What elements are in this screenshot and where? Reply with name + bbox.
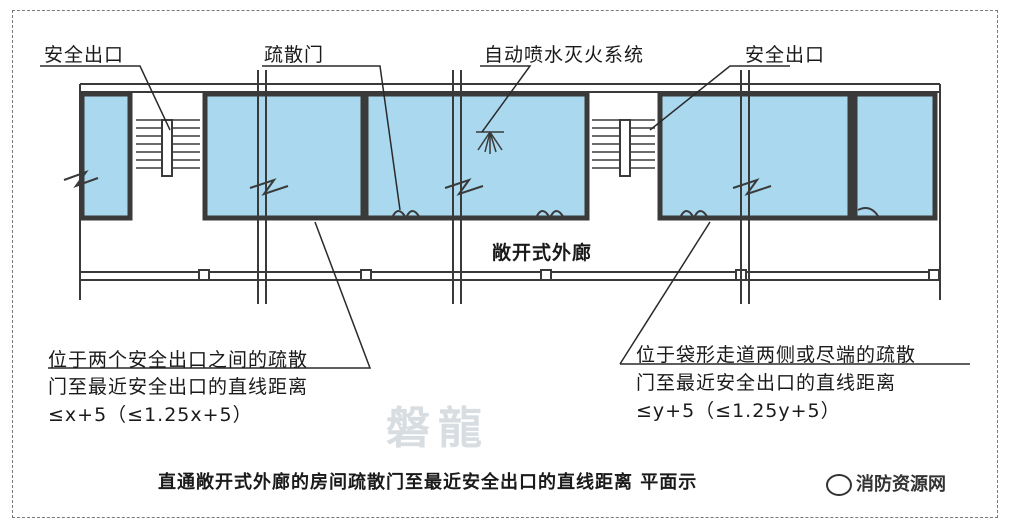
door (857, 207, 879, 217)
leader-lines (40, 65, 970, 369)
column (198, 269, 210, 281)
left-rule-line3: ≤x+5（≤1.25x+5） (48, 404, 253, 426)
stair-right (592, 119, 655, 177)
sprinkler-icon (476, 131, 504, 154)
column (540, 269, 552, 281)
room (852, 91, 938, 221)
site-watermark: 消防资源网 (826, 470, 946, 496)
wechat-icon (826, 474, 852, 496)
column (360, 269, 372, 281)
label-exit-left: 安全出口 (44, 44, 125, 66)
left-rule-line1: 位于两个安全出口之间的疏散 (48, 349, 309, 371)
door (679, 210, 709, 221)
break-lines (63, 70, 772, 304)
right-rule-line3: ≤y+5（≤1.25y+5） (636, 400, 841, 422)
door (391, 210, 421, 221)
room (363, 91, 590, 221)
evacuation-doors (391, 207, 879, 221)
label-corridor: 敞开式外廊 (492, 242, 593, 264)
left-rule-line2: 门至最近安全出口的直线距离 (48, 376, 309, 398)
room (202, 91, 366, 221)
diagram-caption: 直通敞开式外廊的房间疏散门至最近安全出口的直线距离 平面示 (158, 472, 698, 493)
rooms (79, 91, 938, 221)
stair-left (136, 119, 200, 177)
label-exit-right: 安全出口 (745, 44, 826, 66)
right-rule-line1: 位于袋形走道两侧或尽端的疏散 (636, 344, 917, 366)
right-rule-line2: 门至最近安全出口的直线距离 (636, 372, 897, 394)
column (928, 269, 940, 281)
door (535, 210, 565, 221)
watermark-text: 消防资源网 (856, 474, 946, 495)
room (79, 91, 133, 221)
room (657, 91, 853, 221)
logo-watermark: 磐龍 (386, 403, 490, 454)
diagram-frame (12, 10, 998, 518)
label-evac-door: 疏散门 (264, 44, 325, 66)
label-sprinkler: 自动喷水灭火系统 (484, 44, 645, 66)
